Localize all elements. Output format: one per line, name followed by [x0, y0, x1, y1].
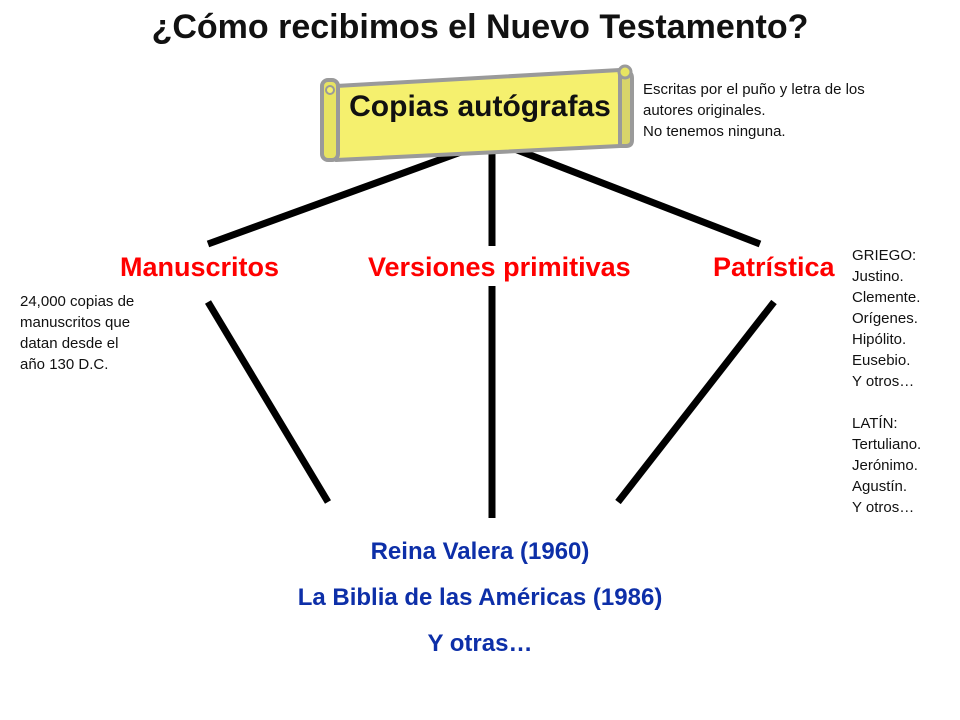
connector-patristica-result: [615, 299, 777, 505]
page-title: ¿Cómo recibimos el Nuevo Testamento?: [151, 8, 809, 46]
result-otras: Y otras…: [427, 630, 533, 657]
manuscritos-note-line: año 130 D.C.: [20, 356, 109, 373]
connector-root-patristica: [510, 144, 762, 248]
connector-root-manuscritos: [206, 144, 474, 248]
patristica-note-spacer: [852, 392, 921, 413]
patristica-note-line: Agustín.: [852, 478, 908, 495]
root-note-line: autores originales.: [643, 102, 766, 119]
branch-versiones-primitivas: Versiones primitivas: [368, 252, 631, 282]
branch-manuscritos: Manuscritos: [120, 252, 280, 282]
connector-manuscritos-result: [204, 300, 332, 504]
patristica-note-line: LATÍN:: [852, 415, 898, 432]
root-label: Copias autógrafas: [349, 90, 611, 123]
patristica-note-line: Justino.: [852, 268, 904, 285]
manuscritos-note-line: 24,000 copias de: [20, 293, 135, 310]
patristica-note-line: Tertuliano.: [852, 436, 922, 453]
result-biblia-americas: La Biblia de las Américas (1986): [297, 584, 663, 611]
patristica-note: GRIEGO: Justino. Clemente. Orígenes. Hip…: [852, 245, 921, 518]
root-note-line: Escritas por el puño y letra de los: [643, 81, 865, 98]
patristica-note-line: Y otros…: [852, 499, 915, 516]
patristica-note-line: Hipólito.: [852, 331, 907, 348]
patristica-note-line: Jerónimo.: [852, 457, 918, 474]
patristica-note-line: Clemente.: [852, 289, 921, 306]
patristica-note-line: GRIEGO:: [852, 247, 917, 264]
manuscritos-note: 24,000 copias de manuscritos que datan d…: [20, 291, 134, 375]
patristica-note-line: Eusebio.: [852, 352, 911, 369]
root-scroll: [320, 64, 634, 162]
patristica-note-line: Orígenes.: [852, 310, 918, 327]
manuscritos-note-line: manuscritos que: [20, 314, 131, 331]
root-note: Escritas por el puño y letra de los auto…: [643, 79, 865, 142]
root-note-line: No tenemos ninguna.: [643, 123, 786, 140]
manuscritos-note-line: datan desde el: [20, 335, 119, 352]
patristica-note-line: Y otros…: [852, 373, 915, 390]
result-reina-valera: Reina Valera (1960): [370, 538, 590, 565]
branch-patristica: Patrística: [713, 252, 835, 282]
